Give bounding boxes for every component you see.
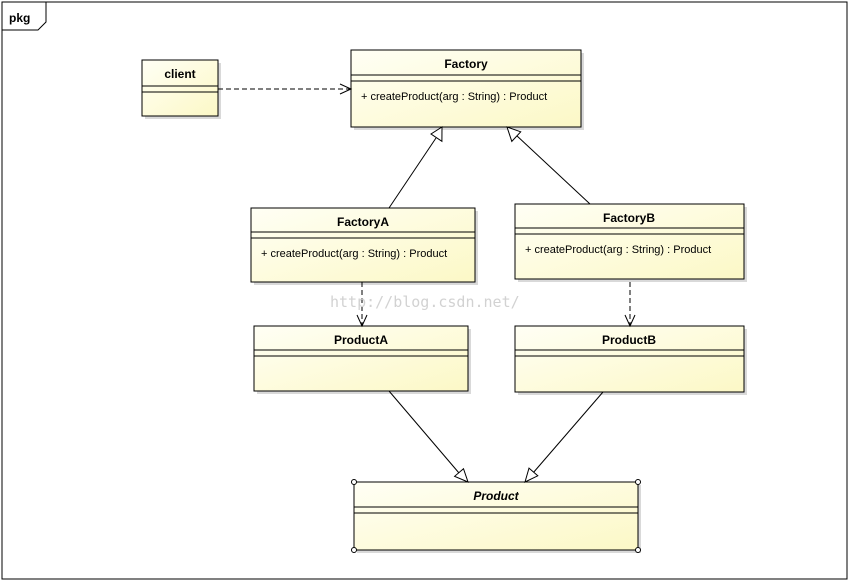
selection-handle[interactable] [351,547,357,553]
watermark-text: http://blog.csdn.net/ [330,293,520,311]
dependency-factory-a-product-a [356,282,368,328]
class-product-name: Product [473,489,519,503]
class-factory-a-name: FactoryA [337,215,389,229]
class-factory-operation: + createProduct(arg : String) : Product [361,91,547,103]
class-factory-a[interactable]: FactoryA + createProduct(arg : String) :… [250,207,478,285]
dependency-factory-b-product-b [624,282,636,328]
class-product[interactable]: Product [351,479,642,554]
generalization-factory-a-factory [388,126,443,209]
generalization-product-b-product [524,391,604,483]
class-product-a-name: ProductA [334,333,388,347]
class-factory-b[interactable]: FactoryB + createProduct(arg : String) :… [514,203,747,282]
generalization-product-a-product [388,390,469,483]
class-product-a[interactable]: ProductA [253,325,471,394]
dependency-client-factory [218,83,353,95]
class-factory-a-operation: + createProduct(arg : String) : Product [261,248,447,260]
class-product-b-name: ProductB [602,333,656,347]
class-client-name: client [164,67,195,81]
selection-handle[interactable] [351,479,357,485]
package-label: pkg [9,11,30,25]
class-factory[interactable]: Factory + createProduct(arg : String) : … [350,49,584,130]
class-factory-name: Factory [444,57,488,71]
class-factory-b-name: FactoryB [603,211,655,225]
selection-handle[interactable] [635,547,641,553]
class-product-b[interactable]: ProductB [514,325,747,395]
class-client[interactable]: client [141,59,221,119]
generalization-factory-b-factory [506,126,591,205]
selection-handle[interactable] [635,479,641,485]
class-factory-b-operation: + createProduct(arg : String) : Product [525,244,711,256]
